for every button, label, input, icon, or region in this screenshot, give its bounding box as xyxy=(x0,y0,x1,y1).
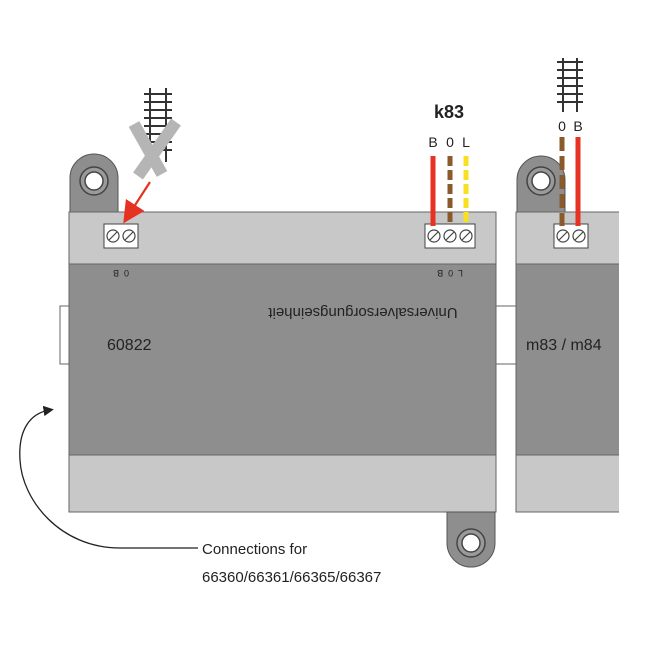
module-m83-m84: m83 / m84 xyxy=(515,155,659,525)
model-number-m83-m84: m83 / m84 xyxy=(526,337,602,354)
terminal-block-left xyxy=(103,223,139,249)
callout-line-1: Connections for xyxy=(202,541,307,558)
track-icon-right xyxy=(557,58,583,112)
model-number-60822: 60822 xyxy=(107,337,152,354)
k83-wire-label-b: B xyxy=(428,134,437,150)
terminal-labels-left: 0 B xyxy=(113,268,129,278)
callout: Connections for 66360/66361/66365/66367 xyxy=(19,405,381,586)
k83-wiring: k83 B 0 L xyxy=(428,102,470,226)
k83-wire-label-l: L xyxy=(462,134,470,150)
terminal-labels-right: L 0 B xyxy=(437,268,463,278)
terminal-block-k83 xyxy=(424,223,476,249)
k83-wire-label-0: 0 xyxy=(446,134,454,150)
callout-line-2: 66360/66361/66365/66367 xyxy=(202,569,381,586)
k83-title: k83 xyxy=(434,102,464,122)
m83-wiring: 0 B xyxy=(557,58,583,226)
side-tab-left xyxy=(59,305,70,365)
red-arrow-icon xyxy=(123,181,151,224)
mounting-ear-bottom xyxy=(446,511,496,568)
module-body xyxy=(68,263,497,456)
mounting-ear-top-left xyxy=(69,153,119,213)
module-60822: 0 B L 0 B Universalversorgungseinheit 60… xyxy=(59,153,517,568)
m83-wire-label-b: B xyxy=(573,118,582,134)
x-mark-icon xyxy=(128,121,168,177)
track-crossed-out xyxy=(128,88,181,180)
module-label-rotated: Universalversorgungseinheit xyxy=(268,304,458,321)
mounting-ear-right-module xyxy=(516,155,566,213)
terminal-block-m83 xyxy=(553,223,589,249)
side-tab-right xyxy=(495,305,517,365)
callout-arrow xyxy=(19,405,198,549)
m83-wire-label-0: 0 xyxy=(558,118,566,134)
bottom-strip xyxy=(68,454,497,513)
